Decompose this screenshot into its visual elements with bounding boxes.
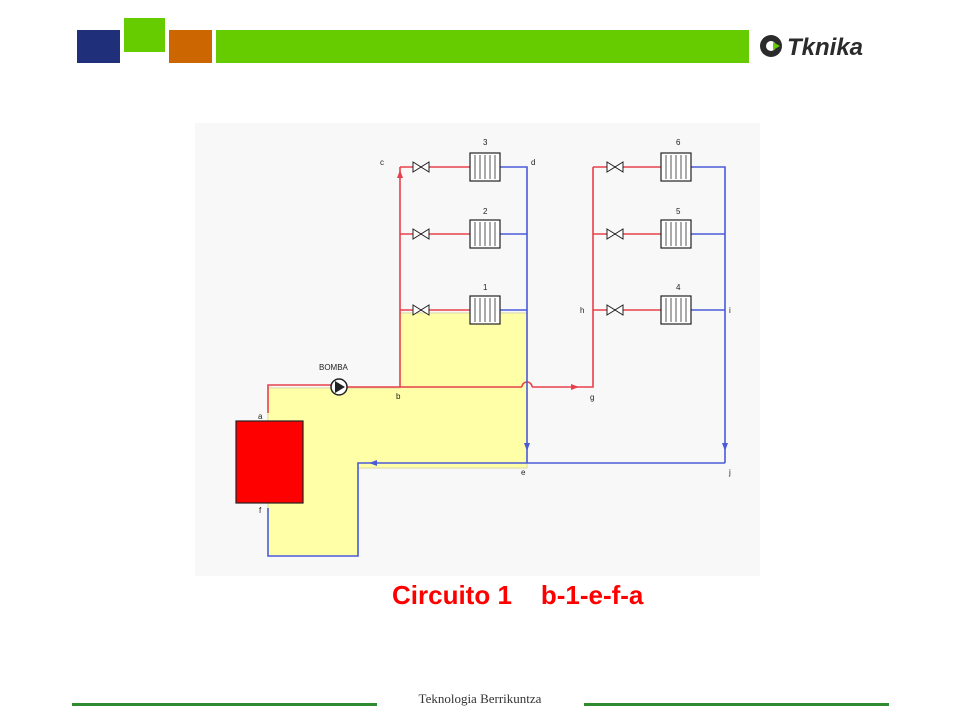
header-square-green: [124, 18, 165, 52]
radiator-icon: [469, 152, 501, 182]
circuit-caption: Circuito 1 b-1-e-f-a: [392, 580, 643, 611]
footer-line-left: [72, 703, 377, 706]
boiler: [235, 420, 304, 504]
svg-text:Tknika: Tknika: [787, 34, 863, 61]
radiator-number: 2: [483, 207, 488, 216]
radiator-icon: [660, 219, 692, 249]
point-label-d: d: [531, 158, 535, 167]
radiator-number: 6: [676, 138, 681, 147]
header-bar: [216, 30, 749, 63]
point-label-c: c: [380, 158, 384, 167]
point-label-i: i: [729, 306, 731, 315]
radiator-icon: [660, 152, 692, 182]
pump-icon: [330, 378, 348, 396]
point-label-a: a: [258, 412, 263, 421]
radiator-icon: [469, 219, 501, 249]
tknika-logo: Tknika: [760, 34, 863, 61]
radiator-number: 4: [676, 283, 681, 292]
radiator-number: 3: [483, 138, 488, 147]
radiator-number: 5: [676, 207, 681, 216]
supply-pipes: [267, 166, 661, 413]
radiator-icon: [660, 295, 692, 325]
radiator-icon: [469, 295, 501, 325]
point-label-f: f: [259, 506, 262, 515]
flow-arrows: [369, 443, 728, 466]
point-label-j: j: [728, 468, 731, 477]
radiators: [469, 152, 692, 325]
point-label-b: b: [396, 392, 401, 401]
header-square-navy: [77, 30, 120, 63]
radiator-number: 1: [483, 283, 488, 292]
valve-icons: [412, 161, 624, 316]
point-label-h: h: [580, 306, 584, 315]
circuit-1-highlight: [267, 312, 528, 557]
return-pipes: [267, 166, 726, 557]
caption-path: b-1-e-f-a: [540, 580, 644, 610]
pump-label: BOMBA: [319, 363, 349, 372]
footer-text: Teknologia Berrikuntza: [418, 691, 542, 706]
caption-circuit: Circuito 1: [392, 580, 512, 610]
footer-line-right: [584, 703, 889, 706]
header-square-orange: [169, 30, 212, 63]
heating-circuit-diagram: BOMBA: [235, 138, 731, 557]
point-label-g: g: [590, 393, 594, 402]
point-label-e: e: [521, 468, 526, 477]
